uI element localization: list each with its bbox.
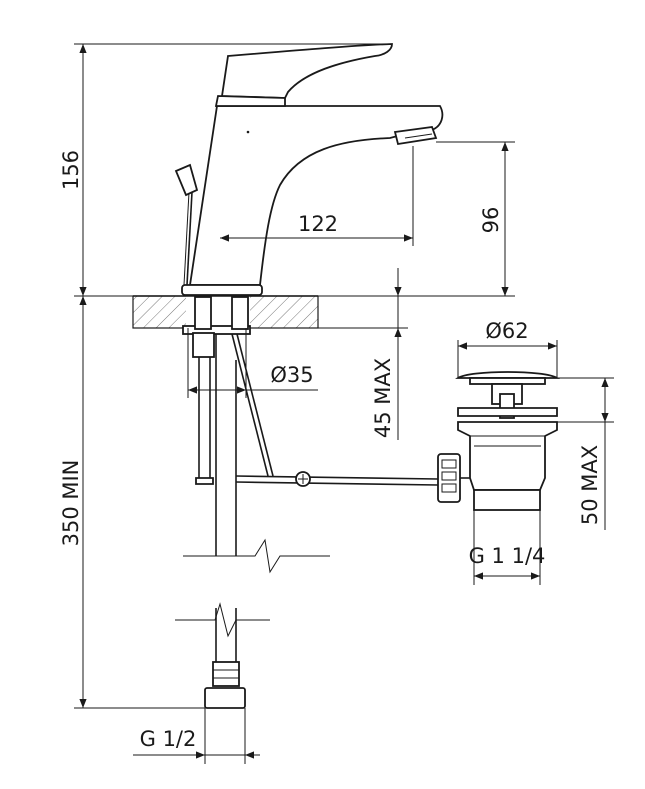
- label-waste-thread: G 1 1/4: [469, 544, 546, 568]
- label-hole-diameter: Ø35: [270, 363, 313, 387]
- faucet-body: [174, 43, 444, 296]
- dimension-hole-diameter: Ø35: [187, 328, 318, 398]
- dimension-spout-reach: 122: [220, 146, 414, 246]
- label-waste-thickness: 50 MAX: [578, 445, 602, 525]
- break-lines: [175, 538, 330, 638]
- countertop: [132, 295, 319, 329]
- supply-fitting: [204, 608, 246, 709]
- dimension-waste-thickness: 50 MAX: [557, 377, 614, 530]
- label-waste-diameter: Ø62: [485, 319, 528, 343]
- dimension-height-total: 156: [59, 43, 390, 297]
- dimension-waste-thread: G 1 1/4: [469, 510, 546, 585]
- label-spout-height: 96: [479, 207, 503, 234]
- label-deck-thickness: 45 MAX: [371, 358, 395, 438]
- popup-link: [235, 471, 439, 487]
- label-height-total: 156: [59, 150, 83, 190]
- dimension-supply-length: 350 MIN: [59, 296, 205, 709]
- dimension-deck-thickness: 45 MAX: [318, 268, 408, 440]
- label-supply-thread: G 1/2: [140, 727, 197, 751]
- fixing-assembly: [182, 296, 274, 556]
- dimension-waste-diameter: Ø62: [457, 319, 558, 378]
- dimension-spout-height: 96: [318, 141, 515, 297]
- waste-assembly: [437, 371, 560, 511]
- dimension-supply-thread: G 1/2: [133, 708, 260, 764]
- label-spout-reach: 122: [298, 212, 338, 236]
- label-supply-length: 350 MIN: [59, 460, 83, 547]
